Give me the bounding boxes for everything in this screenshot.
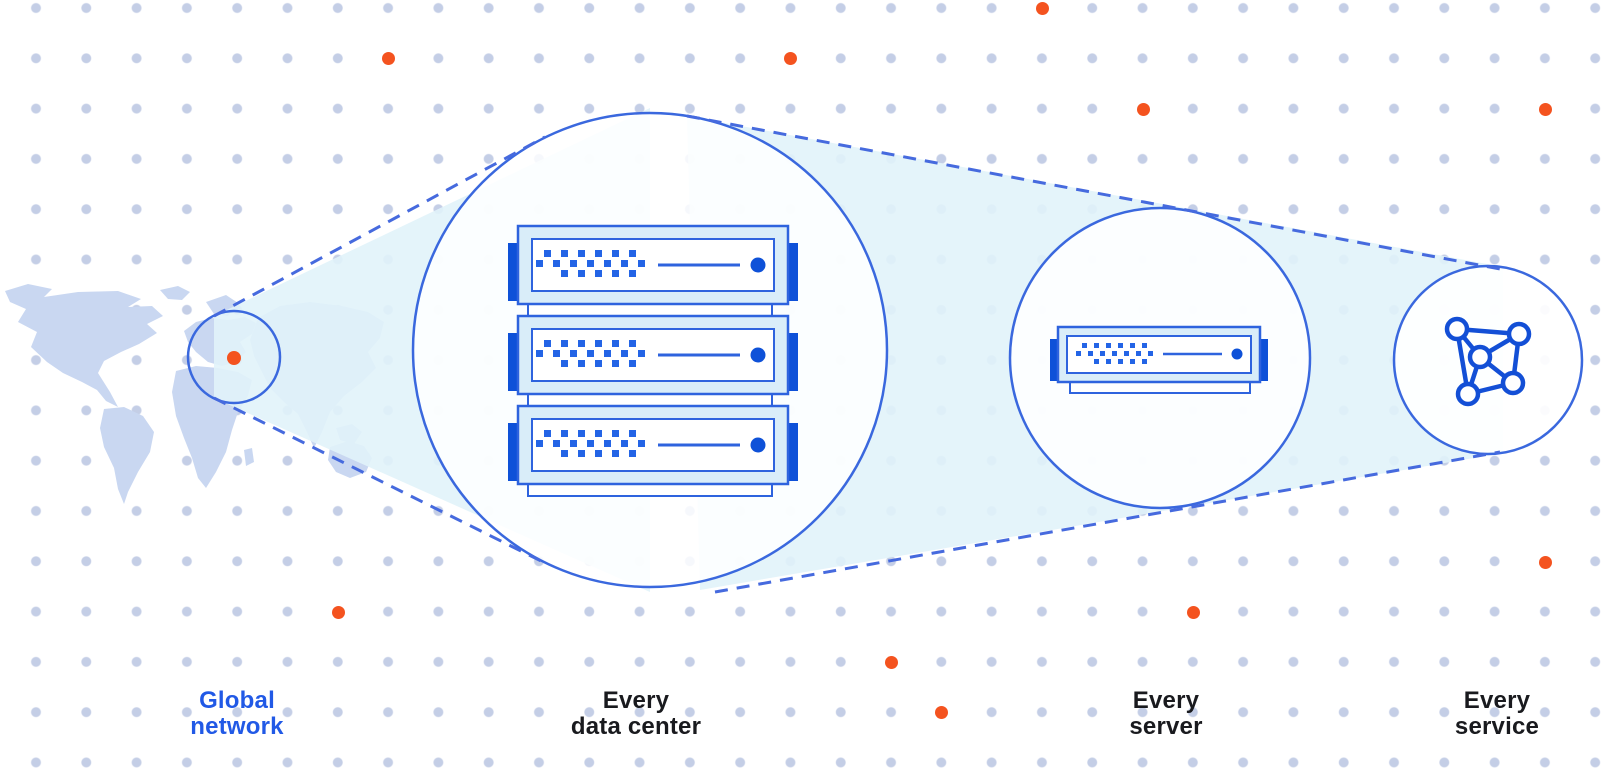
caption-line: data center	[570, 713, 702, 740]
mesh-network-icon	[1444, 316, 1532, 407]
caption-line: server	[1129, 713, 1203, 740]
map-greenland	[160, 286, 190, 300]
accent-dot	[1136, 102, 1150, 116]
caption-line: Global	[199, 687, 275, 714]
dashed-line-right-bottom	[714, 450, 1501, 594]
accent-dot	[934, 705, 948, 719]
accent-dot	[884, 655, 898, 669]
accent-dot	[1035, 1, 1049, 15]
accent-dot	[1186, 605, 1200, 619]
accent-dot	[1538, 555, 1552, 569]
dashed-line-right-top	[686, 114, 1501, 271]
map-north-america	[5, 284, 163, 407]
accent-dot	[331, 605, 345, 619]
dashed-line-map-bottom	[213, 396, 546, 565]
accent-dot	[381, 51, 395, 65]
caption-every-service: Every service	[1367, 688, 1620, 740]
caption-line: Every	[1463, 687, 1531, 714]
caption-line: network	[190, 713, 284, 740]
server-unit-icon	[1050, 325, 1268, 394]
accent-dot	[1538, 102, 1552, 116]
accent-dot	[783, 51, 797, 65]
caption-line: service	[1454, 713, 1540, 740]
caption-line: Every	[1132, 687, 1200, 714]
map-location-marker	[227, 351, 241, 365]
caption-every-server: Every server	[1036, 688, 1296, 740]
caption-every-data-center: Every data center	[506, 688, 766, 740]
caption-global-network: Global network	[107, 688, 367, 740]
dashed-line-map-top	[213, 135, 546, 318]
caption-line: Every	[602, 687, 670, 714]
server-rack-icon	[506, 224, 800, 497]
map-zoom-circle	[186, 309, 282, 405]
map-madagascar	[244, 448, 254, 466]
map-south-america	[100, 407, 154, 504]
